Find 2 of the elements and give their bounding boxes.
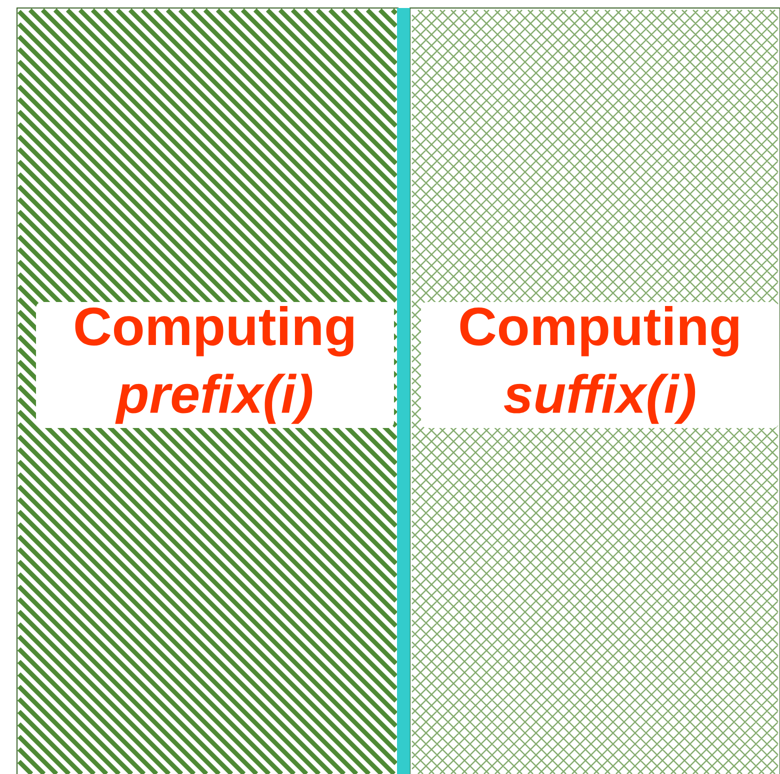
- hatched-panel: Computing prefix(i): [16, 8, 398, 774]
- hatched-panel: Computing suffix(i): [410, 8, 780, 774]
